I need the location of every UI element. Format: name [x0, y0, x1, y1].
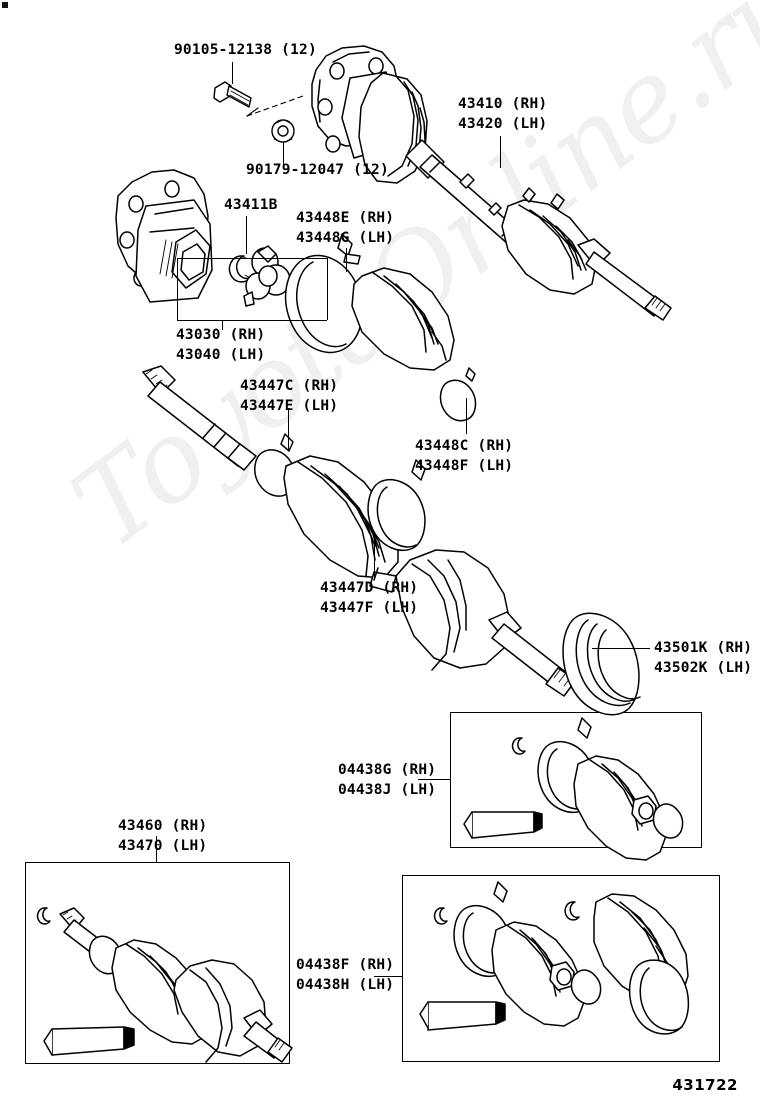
- label-outer-shaft-rh: 43410 (RH): [458, 96, 548, 112]
- label-kit-shaft: 43460 (RH) 43470 (LH): [118, 816, 207, 856]
- leader-snap-ring: [246, 216, 247, 254]
- small-clamp-43448C: [439, 367, 477, 422]
- label-boot-43447C-rh: 43447C (RH): [240, 378, 339, 394]
- clamp-43447C: [254, 433, 296, 497]
- label-kit-04438H-lh: 04438H (LH): [296, 977, 395, 993]
- label-clamp-43448F-lh: 43448F (LH): [415, 458, 514, 474]
- label-clamp-43448E: 43448E (RH) 43448G (LH): [296, 208, 394, 248]
- inboard-boot-bellows: [351, 267, 455, 371]
- bracket-joint-left: [177, 258, 178, 320]
- leader-boot-43447D: [374, 540, 375, 578]
- label-inboard-joint-lh: 43040 (LH): [176, 347, 266, 363]
- bolt-part: [213, 81, 252, 108]
- outboard-boot-43447D: [283, 455, 399, 579]
- label-kit-g: 04438G (RH) 04438J (LH): [338, 760, 436, 800]
- leader-kit-shaft: [156, 836, 157, 862]
- label-clamp-43448E-rh: 43448E (RH): [296, 210, 395, 226]
- leader-clamp-43448E: [346, 248, 347, 272]
- label-clamp-43448C-rh: 43448C (RH): [415, 438, 514, 454]
- kit-box-drive-shaft: [25, 862, 290, 1064]
- leader-bolt: [232, 62, 233, 84]
- tripod-joint-part: [243, 245, 291, 307]
- label-clamp-43448C: 43448C (RH) 43448F (LH): [415, 436, 513, 476]
- leader-dust-cover: [592, 648, 650, 649]
- bracket-joint-bottom: [177, 320, 327, 321]
- inboard-boot-top: [501, 187, 597, 295]
- snap-ring-part: [228, 255, 251, 283]
- label-inboard-joint: 43030 (RH) 43040 (LH): [176, 325, 265, 365]
- label-dust-cover-lh: 43502K (LH): [654, 660, 753, 676]
- label-bolt-90105: 90105-12138 (12): [174, 42, 317, 58]
- label-boot-43447E-lh: 43447E (LH): [240, 398, 339, 414]
- dust-cover-43501K: [562, 612, 641, 716]
- diagram-id: 431722: [672, 1076, 738, 1094]
- leader-nut: [283, 142, 284, 166]
- shaft-stub-middle: [488, 611, 577, 697]
- label-kit-04438G-rh: 04438G (RH): [338, 762, 437, 778]
- label-inboard-joint-rh: 43030 (RH): [176, 327, 266, 343]
- label-boot-43447D-rh: 43447D (RH): [320, 580, 419, 596]
- leader-kit-g: [418, 779, 450, 780]
- kit-box-outboard-boot: [450, 712, 702, 848]
- outboard-flange: [311, 45, 399, 159]
- kit-box-boot-pair: [402, 875, 720, 1062]
- label-kit-04438J-lh: 04438J (LH): [338, 782, 437, 798]
- watermark-text: ToyotaOnline.ru: [50, 0, 760, 574]
- label-boot-43447D: 43447D (RH) 43447F (LH): [320, 578, 418, 618]
- bracket-joint-top: [177, 258, 327, 259]
- inboard-joint-housing: [115, 169, 213, 303]
- label-kit-43460-rh: 43460 (RH): [118, 818, 208, 834]
- label-dust-cover: 43501K (RH) 43502K (LH): [654, 638, 752, 678]
- bracket-joint-right: [327, 258, 328, 320]
- registration-mark: [2, 2, 8, 8]
- label-kit-04438F-rh: 04438F (RH): [296, 957, 395, 973]
- label-outer-shaft: 43410 (RH) 43420 (LH): [458, 94, 547, 134]
- leader-clamp-43448C: [466, 398, 467, 434]
- label-dust-cover-rh: 43501K (RH): [654, 640, 753, 656]
- label-outer-shaft-lh: 43420 (LH): [458, 116, 548, 132]
- label-boot-43447C: 43447C (RH) 43447E (LH): [240, 376, 338, 416]
- bracket-joint-stem: [222, 320, 223, 330]
- leader-kit-f: [374, 976, 402, 977]
- label-kit-43470-lh: 43470 (LH): [118, 838, 208, 854]
- label-boot-43447F-lh: 43447F (LH): [320, 600, 419, 616]
- label-snap-ring: 43411B: [224, 197, 278, 213]
- leader-boot-43447C: [288, 408, 289, 450]
- nut-part: [271, 119, 295, 143]
- label-nut-90179: 90179-12047 (12): [246, 162, 389, 178]
- leader-outer-shaft: [500, 136, 501, 168]
- large-clamp-43448E: [284, 233, 364, 354]
- label-kit-f: 04438F (RH) 04438H (LH): [296, 955, 394, 995]
- mid-shaft-top: [405, 139, 521, 245]
- outer-shaft-spline-top: [577, 238, 672, 321]
- label-clamp-43448G-lh: 43448G (LH): [296, 230, 395, 246]
